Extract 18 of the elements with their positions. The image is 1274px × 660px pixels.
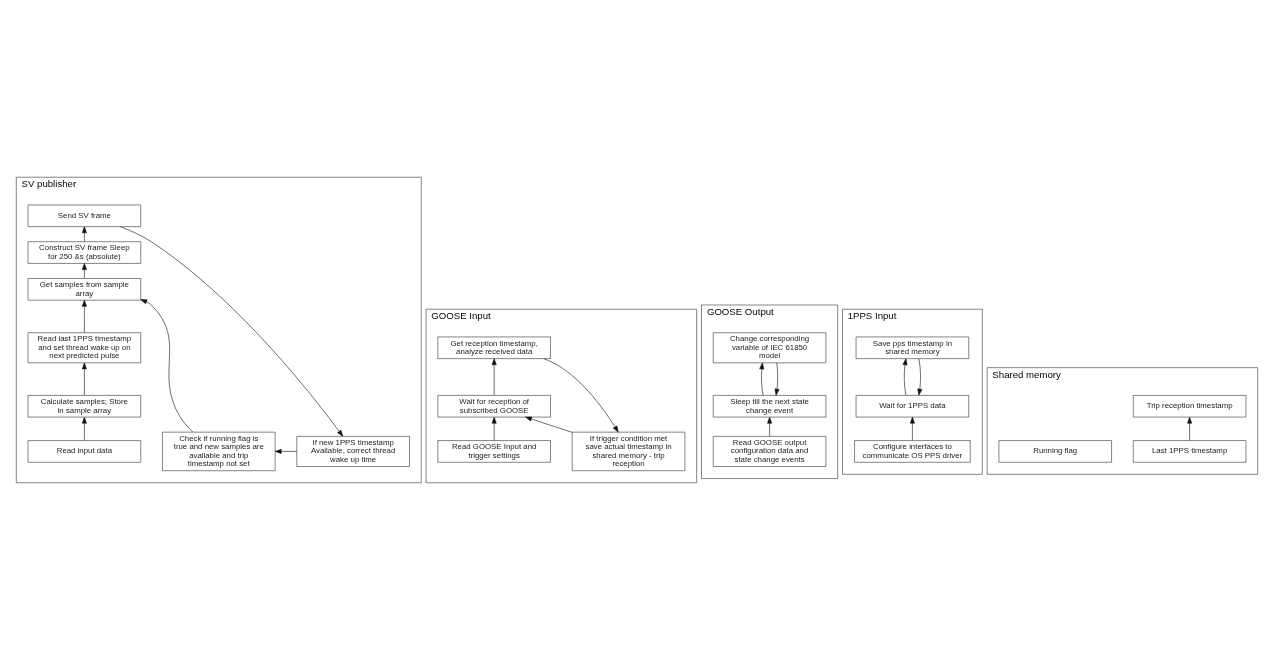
arrow [1187,416,1193,441]
arrow [917,358,923,396]
arrow [140,299,194,433]
arrow [491,416,497,441]
arrow [525,416,573,433]
arrow [81,362,87,396]
arrow [81,263,87,279]
arrow [774,362,780,396]
arrow [81,226,87,242]
arrow [81,416,87,441]
arrow [759,362,765,396]
arrow [767,416,772,437]
arrow [81,299,87,333]
arrow [543,358,619,433]
arrow [910,416,915,441]
arrow [902,358,908,396]
arrow [491,358,497,396]
arrow [274,449,297,454]
